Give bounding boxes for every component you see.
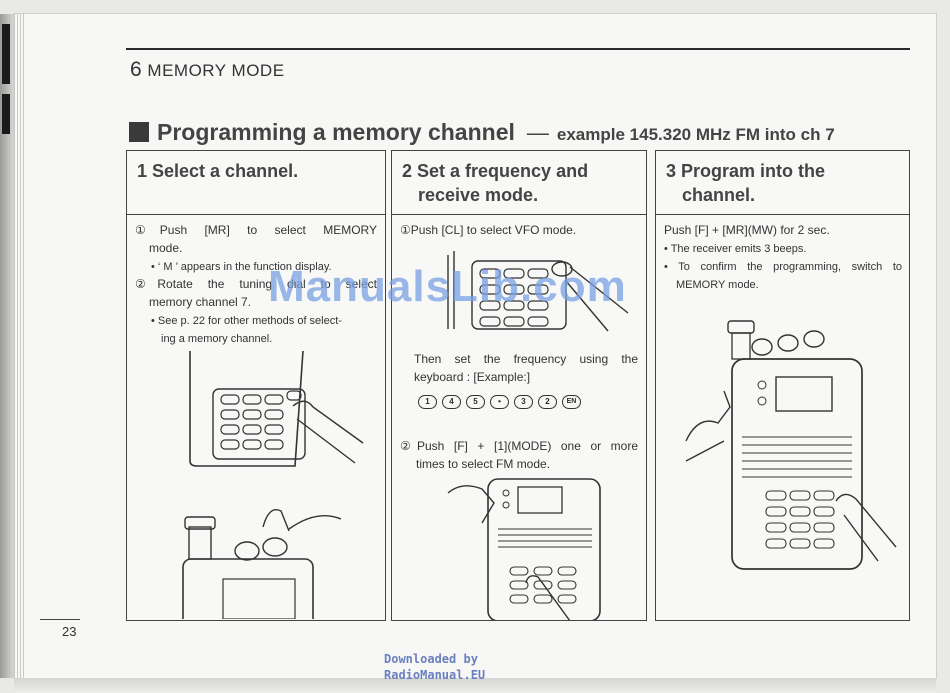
mode-button-illustration [447,478,601,620]
step-1-instruction-1: ①Push [MR] to select MEMORY [135,223,377,237]
step-1-instruction-2b: memory channel 7. [149,295,252,309]
page-number-rule [40,619,80,620]
chapter-number: 6 [130,58,143,81]
step-column-3: 3 Program into the channel. Push [F] + [… [655,150,910,621]
section-main-title: Programming a memory channel [157,119,515,145]
step-1-bullet-2a: • See p. 22 for other methods of select- [151,315,342,327]
tuning-dial-illustration [182,509,342,619]
step-2-instruction-1: ①Push [CL] to select VFO mode. [400,223,577,237]
section-dash: — [526,120,549,145]
key-2: 2 [538,395,557,409]
downloaded-by-text: Downloaded by [384,652,478,666]
step-3-heading: 3 Program into the channel. [656,151,909,215]
key-enter: EN [562,395,581,409]
chapter-heading: 6 MEMORY MODE [130,58,285,82]
key-3: 3 [514,395,533,409]
page-edge-lines [14,14,24,678]
source-site-text[interactable]: RadioManual.EU [384,668,486,682]
step-2-heading: 2 Set a frequency and receive mode. [392,151,646,215]
key-1: 1 [418,395,437,409]
section-example: example 145.320 MHz FM into ch 7 [556,125,835,144]
step-1-bullet-1: • ‘ M ’ appears in the function display. [151,261,332,273]
header-rule [126,48,910,50]
step-3-bullet-1: • The receiver emits 3 beeps. [664,243,807,255]
step-1-heading: 1 Select a channel. [127,151,385,215]
step-2-heading-line-2: receive mode. [418,185,539,205]
program-memory-illustration [685,320,897,570]
step-2-text-line-2: keyboard : [Example:] [414,370,531,384]
step-1-instruction-2: ②Rotate the tuning dial to select [135,277,377,291]
step-3-heading-line-2: channel. [682,185,756,205]
watermark-text: ManualsLib.com [268,262,627,311]
step-3-heading-line-1: 3 Program into the [666,161,826,181]
step-column-2: 2 Set a frequency and receive mode. ①Pus… [391,150,647,621]
step-2-heading-line-1: 2 Set a frequency and [402,161,589,181]
vfo-keypad-illustration [447,251,629,332]
section-title: Programming a memory channel — example 145… [129,119,919,146]
step-3-bullet-2b: MEMORY mode. [676,279,759,291]
spine-mark [2,94,10,134]
step-1-bullet-2b: ing a memory channel. [161,333,273,345]
step-1-heading-text: 1 Select a channel. [137,161,299,181]
step-1-instruction-1b: mode. [149,241,183,255]
keypad-press-illustration [189,351,364,467]
book-spine [0,14,14,678]
step-2-text-line-1: Then set the frequency using the [414,352,638,366]
spine-mark [2,24,10,84]
step-3-bullet-2a: • To confirm the programming, switch to [664,261,902,273]
step-column-1: 1 Select a channel. ①Push [MR] to select… [126,150,386,621]
section-square-icon [129,122,149,142]
example-key-sequence: 1 4 5 • 3 2 EN [418,395,581,409]
step-2-instruction-2a: ②Push [F] + [1](MODE) one or more [400,439,638,453]
chapter-title: MEMORY MODE [147,61,285,80]
step-3-instruction-1: Push [F] + [MR](MW) for 2 sec. [664,223,830,237]
key-dot: • [490,395,509,409]
page-bottom-edge [14,678,936,693]
key-4: 4 [442,395,461,409]
step-2-instruction-2b: times to select FM mode. [416,457,551,471]
page-number: 23 [62,624,77,639]
key-5: 5 [466,395,485,409]
